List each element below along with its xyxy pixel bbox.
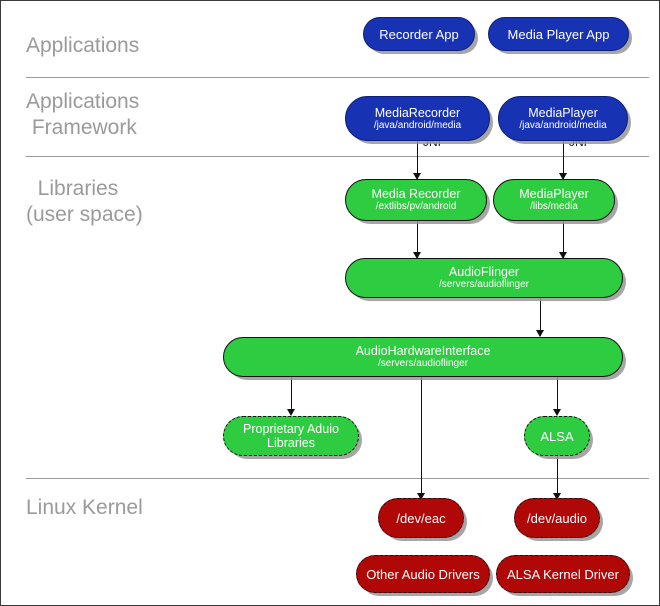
arrowhead-ahi-deveac bbox=[417, 493, 425, 500]
node-alsa-kernel-driver-title: ALSA Kernel Driver bbox=[507, 566, 619, 582]
node-media-recorder-library[interactable]: Media Recorder /extlibs/pv/android bbox=[345, 179, 487, 221]
node-recorder-app-title: Recorder App bbox=[379, 26, 459, 42]
arrowhead-mediaplayerlib-audioflinger bbox=[559, 252, 567, 259]
connector-mediarecorderlib-audioflinger bbox=[417, 221, 418, 259]
band-label-applications: Applications bbox=[26, 34, 140, 57]
divider-libraries bbox=[26, 478, 649, 479]
node-media-player-app-title: Media Player App bbox=[507, 26, 610, 42]
connector-ahi-alsa bbox=[557, 377, 558, 413]
connector-audioflinger-audiohardwareinterface bbox=[540, 298, 541, 336]
node-other-audio-drivers[interactable]: Other Audio Drivers bbox=[356, 555, 490, 593]
node-audiohardwareinterface-path: /servers/audioflinger bbox=[377, 358, 469, 369]
node-media-recorder-library-path: /extlibs/pv/android bbox=[375, 201, 457, 212]
node-mediarecorder-framework-path: /java/android/media bbox=[373, 119, 462, 131]
connector-mediarecorder-jni bbox=[417, 141, 418, 180]
band-label-applications-framework: Applications Framework bbox=[26, 90, 140, 139]
node-proprietary-audio-libraries-subtitle: Libraries bbox=[267, 436, 315, 450]
divider-applications bbox=[26, 77, 649, 78]
node-alsa-kernel-driver[interactable]: ALSA Kernel Driver bbox=[496, 555, 630, 593]
connector-alsa-devaudio bbox=[557, 456, 558, 498]
node-mediaplayer-library-title: MediaPlayer bbox=[519, 187, 589, 201]
node-audiohardwareinterface[interactable]: AudioHardwareInterface /servers/audiofli… bbox=[223, 337, 623, 377]
node-dev-audio[interactable]: /dev/audio bbox=[514, 498, 600, 538]
band-label-libraries: Libraries (user space) bbox=[26, 177, 143, 226]
connector-ahi-proprietary bbox=[291, 377, 292, 413]
node-audioflinger[interactable]: AudioFlinger /servers/audioflinger bbox=[345, 258, 623, 298]
node-audioflinger-title: AudioFlinger bbox=[448, 265, 520, 279]
node-dev-audio-title: /dev/audio bbox=[527, 510, 587, 526]
node-mediaplayer-framework[interactable]: MediaPlayer /java/android/media bbox=[498, 96, 628, 141]
arrowhead-mediarecorderlib-audioflinger bbox=[413, 252, 421, 259]
node-audioflinger-path: /servers/audioflinger bbox=[438, 279, 530, 290]
node-mediaplayer-framework-title: MediaPlayer bbox=[528, 105, 598, 120]
connector-ahi-deveac bbox=[421, 377, 422, 498]
connector-mediaplayer-jni bbox=[563, 141, 564, 180]
band-label-linux-kernel: Linux Kernel bbox=[26, 496, 143, 519]
connector-mediaplayerlib-audioflinger bbox=[563, 221, 564, 259]
arrowhead-mediaplayer-jni bbox=[559, 173, 567, 180]
arrowhead-audioflinger-audiohardwareinterface bbox=[536, 330, 544, 337]
node-media-recorder-library-title: Media Recorder bbox=[371, 187, 461, 201]
node-alsa-title: ALSA bbox=[540, 428, 574, 444]
node-alsa[interactable]: ALSA bbox=[524, 416, 590, 456]
arrowhead-alsa-devaudio bbox=[553, 493, 561, 500]
node-dev-eac[interactable]: /dev/eac bbox=[378, 498, 464, 538]
node-recorder-app[interactable]: Recorder App bbox=[363, 17, 475, 51]
arrowhead-mediarecorder-jni bbox=[413, 173, 421, 180]
arrowhead-ahi-alsa bbox=[553, 409, 561, 416]
node-other-audio-drivers-title: Other Audio Drivers bbox=[366, 566, 480, 582]
node-proprietary-audio-libraries[interactable]: Proprietary Aduio Libraries bbox=[223, 416, 359, 456]
node-mediaplayer-framework-path: /java/android/media bbox=[519, 119, 607, 131]
node-mediarecorder-framework[interactable]: MediaRecorder /java/android/media bbox=[345, 96, 490, 141]
divider-framework bbox=[26, 156, 649, 157]
node-mediarecorder-framework-title: MediaRecorder bbox=[374, 105, 461, 120]
node-dev-eac-title: /dev/eac bbox=[396, 510, 446, 526]
node-audiohardwareinterface-title: AudioHardwareInterface bbox=[355, 344, 491, 358]
arrowhead-ahi-proprietary bbox=[287, 409, 295, 416]
node-mediaplayer-library-path: /libs/media bbox=[530, 201, 578, 212]
node-proprietary-audio-libraries-title: Proprietary Aduio bbox=[243, 422, 339, 436]
node-media-player-app[interactable]: Media Player App bbox=[488, 17, 629, 51]
node-mediaplayer-library[interactable]: MediaPlayer /libs/media bbox=[493, 179, 615, 221]
